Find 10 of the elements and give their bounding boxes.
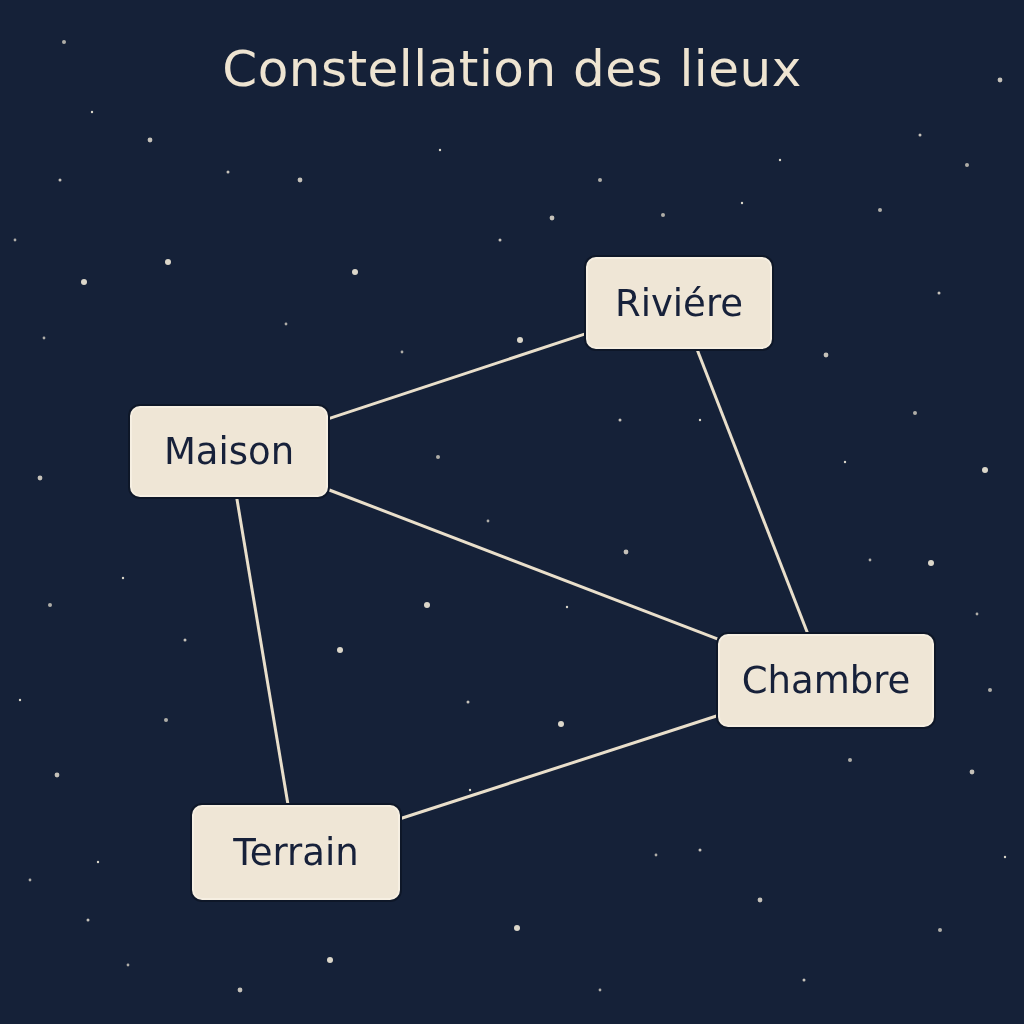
connector-line [235, 496, 290, 806]
connector-line [327, 488, 719, 641]
diagram-title: Constellation des lieux [221, 40, 803, 98]
connector-line [695, 348, 810, 635]
place-box: Chambre [718, 634, 934, 727]
place-box: Terrain [192, 805, 400, 900]
place-box: Maison [130, 406, 328, 497]
connector-line [399, 714, 719, 821]
place-box: Riviére [586, 257, 772, 349]
connector-line [327, 332, 587, 421]
